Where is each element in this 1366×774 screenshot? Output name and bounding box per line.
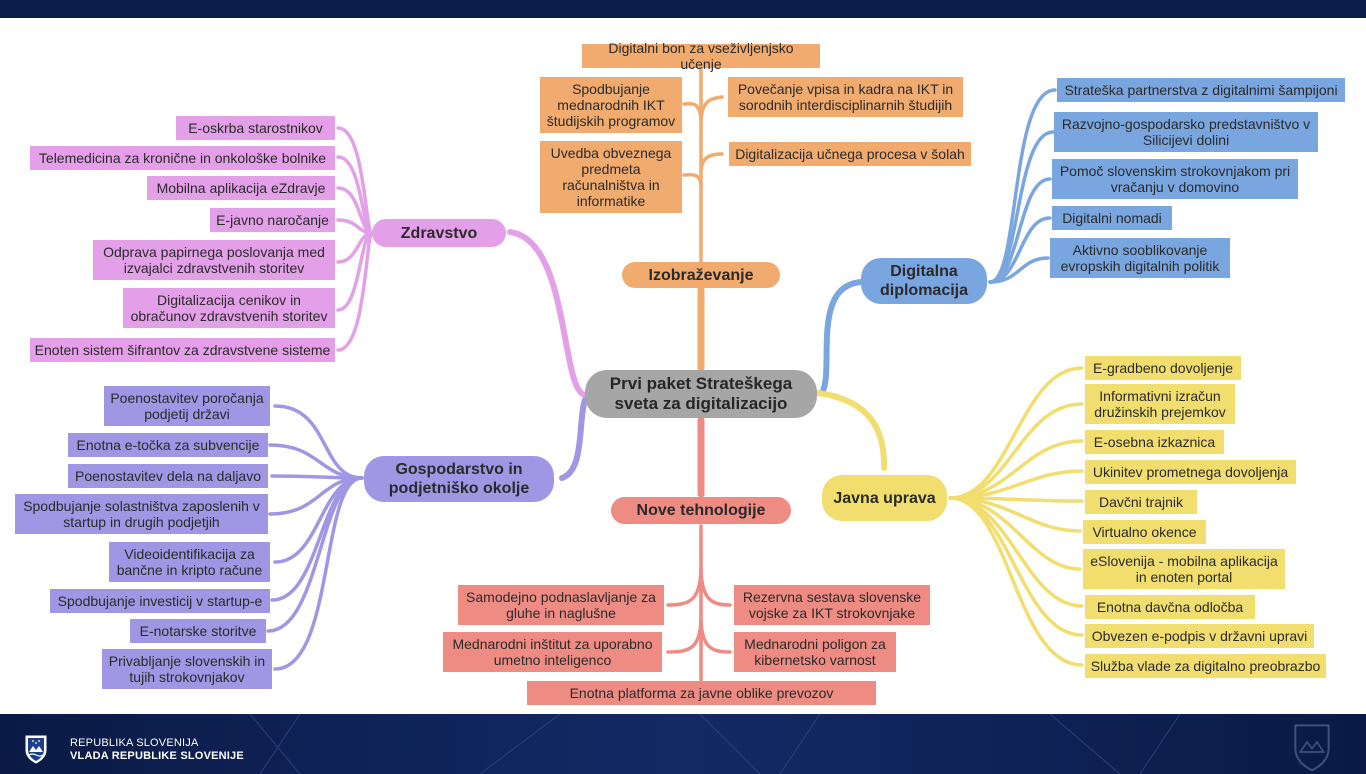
izobrazevanje-item: Povečanje vpisa in kadra na IKT in sorod… [728,77,963,117]
uprava-item: Služba vlade za digitalno preobrazbo [1085,654,1326,678]
footer: REPUBLIKA SLOVENIJA VLADA REPUBLIKE SLOV… [0,714,1366,774]
gospodarstvo-item: E-notarske storitve [130,619,266,643]
uprava-item: Enotna davčna odločba [1085,595,1255,619]
footer-government: VLADA REPUBLIKE SLOVENIJE [70,750,244,762]
uprava-item: E-osebna izkaznica [1085,430,1224,454]
gospodarstvo-item: Poenostavitev dela na daljavo [68,464,268,488]
izobrazevanje-item: Uvedba obveznega predmeta računalništva … [540,141,682,213]
gospodarstvo-item: Privabljanje slovenskih in tujih strokov… [102,649,272,689]
zdravstvo-item: Telemedicina za kronične in onkološke bo… [30,146,335,170]
zdravstvo-item: E-oskrba starostnikov [176,116,335,140]
gospodarstvo-item: Spodbujanje investicij v startup-e [50,589,270,613]
diplomacija-item: Strateška partnerstva z digitalnimi šamp… [1057,78,1345,102]
hub-zdravstvo: Zdravstvo [372,219,506,247]
diplomacija-item: Digitalni nomadi [1052,206,1172,230]
diplomacija-item: Aktivno sooblikovanje evropskih digitaln… [1050,238,1230,278]
zdravstvo-item: Enoten sistem šifrantov za zdravstvene s… [30,338,335,362]
zdravstvo-item: Digitalizacija cenikov in obračunov zdra… [123,288,335,328]
zdravstvo-item: Mobilna aplikacija eZdravje [147,176,335,200]
zdravstvo-item: Odprava papirnega poslovanja med izvajal… [93,240,335,280]
uprava-item: Virtualno okence [1083,520,1206,544]
diplomacija-item: Pomoč slovenskim strokovnjakom pri vrača… [1052,159,1298,199]
uprava-item: Informativni izračun družinskih prejemko… [1085,384,1235,424]
gospodarstvo-item: Poenostavitev poročanja podjetij državi [104,386,270,426]
izobrazevanje-item: Digitalizacija učnega procesa v šolah [729,142,971,166]
uprava-item: eSlovenija - mobilna aplikacija in enote… [1083,549,1285,589]
tehnologije-item: Mednarodni inštitut za uporabno umetno i… [443,632,662,672]
izobrazevanje-item: Spodbujanje mednarodnih IKT študijskih p… [540,77,682,133]
zdravstvo-item: E-javno naročanje [210,208,335,232]
hub-tehnologije: Nove tehnologije [611,497,791,524]
gospodarstvo-item: Videoidentifikacija za bančne in kripto … [109,542,270,582]
tehnologije-item: Enotna platforma za javne oblike prevozo… [527,681,876,705]
uprava-item: E-gradbeno dovoljenje [1085,356,1241,380]
gospodarstvo-item: Spodbujanje solastništva zaposlenih v st… [15,494,268,534]
uprava-item: Ukinitev prometnega dovoljenja [1085,460,1296,484]
top-bar [0,0,1366,18]
footer-republic: REPUBLIKA SLOVENIJA [70,737,199,749]
diplomacija-item: Razvojno-gospodarsko predstavništvo v Si… [1054,112,1318,152]
uprava-item: Obvezen e-podpis v državni upravi [1085,624,1314,648]
hub-izobrazevanje: Izobraževanje [622,262,780,288]
gospodarstvo-item: Enotna e-točka za subvencije [68,433,268,457]
hub-gospodarstvo: Gospodarstvo in podjetniško okolje [364,456,554,502]
tehnologije-item: Samodejno podnaslavljanje za gluhe in na… [458,585,664,625]
hub-diplomacija: Digitalna diplomacija [861,258,987,304]
izobrazevanje-item: Digitalni bon za vseživljenjsko učenje [582,40,820,72]
slovenia-crest-watermark-icon [1294,724,1330,772]
footer-decoration [249,714,1181,774]
connector-lines [266,66,1084,682]
slovenia-crest-icon [25,735,47,764]
tehnologije-item: Mednarodni poligon za kibernetsko varnos… [734,632,896,672]
tehnologije-item: Rezervna sestava slovenske vojske za IKT… [734,585,930,625]
hub-uprava: Javna uprava [822,475,947,521]
center-node: Prvi paket Strateškega sveta za digitali… [585,370,817,418]
uprava-item: Davčni trajnik [1085,490,1197,514]
